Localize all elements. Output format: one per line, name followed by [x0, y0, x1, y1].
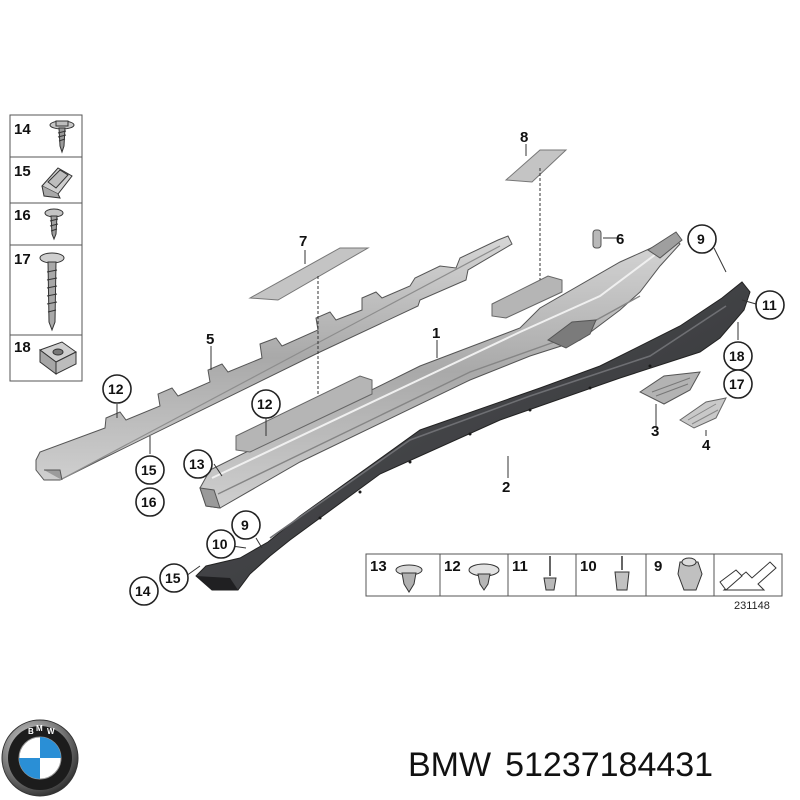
callout-4: 4	[702, 437, 711, 454]
callout-12-left: 12	[108, 381, 124, 397]
svg-text:M: M	[36, 724, 43, 733]
leader-lines	[116, 144, 757, 577]
part-3-grille	[639, 371, 701, 420]
legend-label-14: 14	[14, 121, 31, 138]
bmw-logo: B M W	[1, 719, 79, 797]
spring-nut-15-icon	[41, 167, 73, 199]
legend-bottom-label-13: 13	[370, 558, 387, 575]
callout-18: 18	[729, 348, 745, 364]
callout-9-lower: 9	[241, 517, 249, 533]
part-8-pad	[504, 149, 568, 300]
clip-9-icon	[677, 557, 703, 591]
callout-2: 2	[502, 479, 510, 496]
legend-bottom-label-9: 9	[654, 558, 662, 575]
callout-15-upper: 15	[141, 462, 157, 478]
callout-12-mid: 12	[257, 396, 273, 412]
callout-8: 8	[520, 129, 528, 146]
part-4-grille	[679, 397, 727, 436]
legend-label-17: 17	[14, 251, 31, 268]
rivet-11-icon	[543, 556, 557, 591]
screw-14-icon	[49, 120, 75, 154]
callout-3: 3	[651, 423, 659, 440]
part-caption: BMW 51237184431	[408, 740, 788, 790]
clip-13-icon	[395, 564, 423, 593]
legend-bottom-label-10: 10	[580, 558, 597, 575]
screw-17-icon	[39, 252, 65, 332]
legend-label-16: 16	[14, 207, 31, 224]
rivet-10-icon	[614, 556, 630, 591]
callout-1: 1	[432, 325, 440, 342]
callout-14: 14	[135, 583, 151, 599]
legend-bottom-label-11: 11	[512, 558, 528, 575]
callout-7: 7	[299, 233, 307, 250]
callout-5: 5	[206, 331, 214, 348]
svg-text:B: B	[28, 727, 34, 736]
callout-6: 6	[616, 231, 624, 248]
diagram-ref-number: 231148	[734, 600, 770, 612]
part-5-bracket	[35, 235, 513, 481]
legend-bottom-label-12: 12	[444, 558, 461, 575]
legend-bottom: 13 12 11 10 9	[365, 553, 783, 597]
callout-11: 11	[762, 297, 777, 313]
screw-16-icon	[44, 208, 64, 241]
direction-arrow-icon	[719, 561, 777, 591]
callout-9-upper: 9	[697, 231, 705, 247]
svg-text:W: W	[47, 727, 55, 736]
part-6-pin	[592, 229, 614, 249]
legend-label-15: 15	[14, 163, 31, 180]
callout-15-lower: 15	[165, 570, 181, 586]
callout-16: 16	[141, 494, 157, 510]
callout-13: 13	[189, 456, 205, 472]
callout-10: 10	[212, 536, 228, 552]
legend-left: 14 15 16 17 18	[9, 114, 83, 382]
part-number: 51237184431	[505, 746, 714, 784]
clip-12-icon	[468, 563, 500, 591]
brand-name: BMW	[408, 746, 492, 784]
callout-circles	[102, 224, 785, 606]
clip-nut-18-icon	[38, 341, 77, 375]
legend-label-18: 18	[14, 339, 31, 356]
part-1-sill-rail	[199, 231, 683, 509]
callout-17: 17	[729, 376, 745, 392]
